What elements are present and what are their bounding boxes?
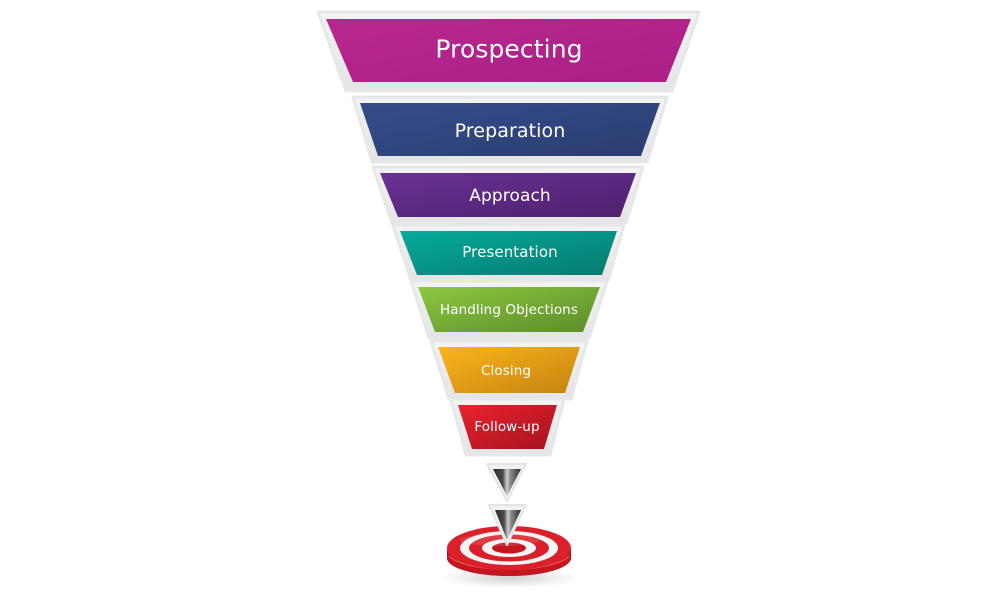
funnel-stage-preparation bbox=[351, 95, 669, 164]
funnel-stage-follow-up bbox=[449, 397, 566, 457]
stage-band bbox=[326, 19, 691, 82]
funnel-stage-handling-objections bbox=[409, 279, 609, 340]
down-arrow-icon bbox=[488, 504, 527, 546]
stage-band bbox=[438, 347, 580, 393]
funnel-stage-closing bbox=[429, 339, 589, 401]
bullseye-target-icon bbox=[447, 526, 571, 576]
stage-band bbox=[360, 103, 660, 156]
funnel-stage-presentation bbox=[391, 223, 626, 283]
funnel-stage-approach bbox=[371, 165, 645, 225]
funnel-stage-prospecting bbox=[316, 10, 701, 93]
stage-band bbox=[458, 405, 557, 449]
down-arrow-icon bbox=[486, 463, 527, 502]
stage-band bbox=[380, 173, 636, 217]
stage-band bbox=[400, 231, 617, 275]
stage-band bbox=[418, 287, 600, 332]
